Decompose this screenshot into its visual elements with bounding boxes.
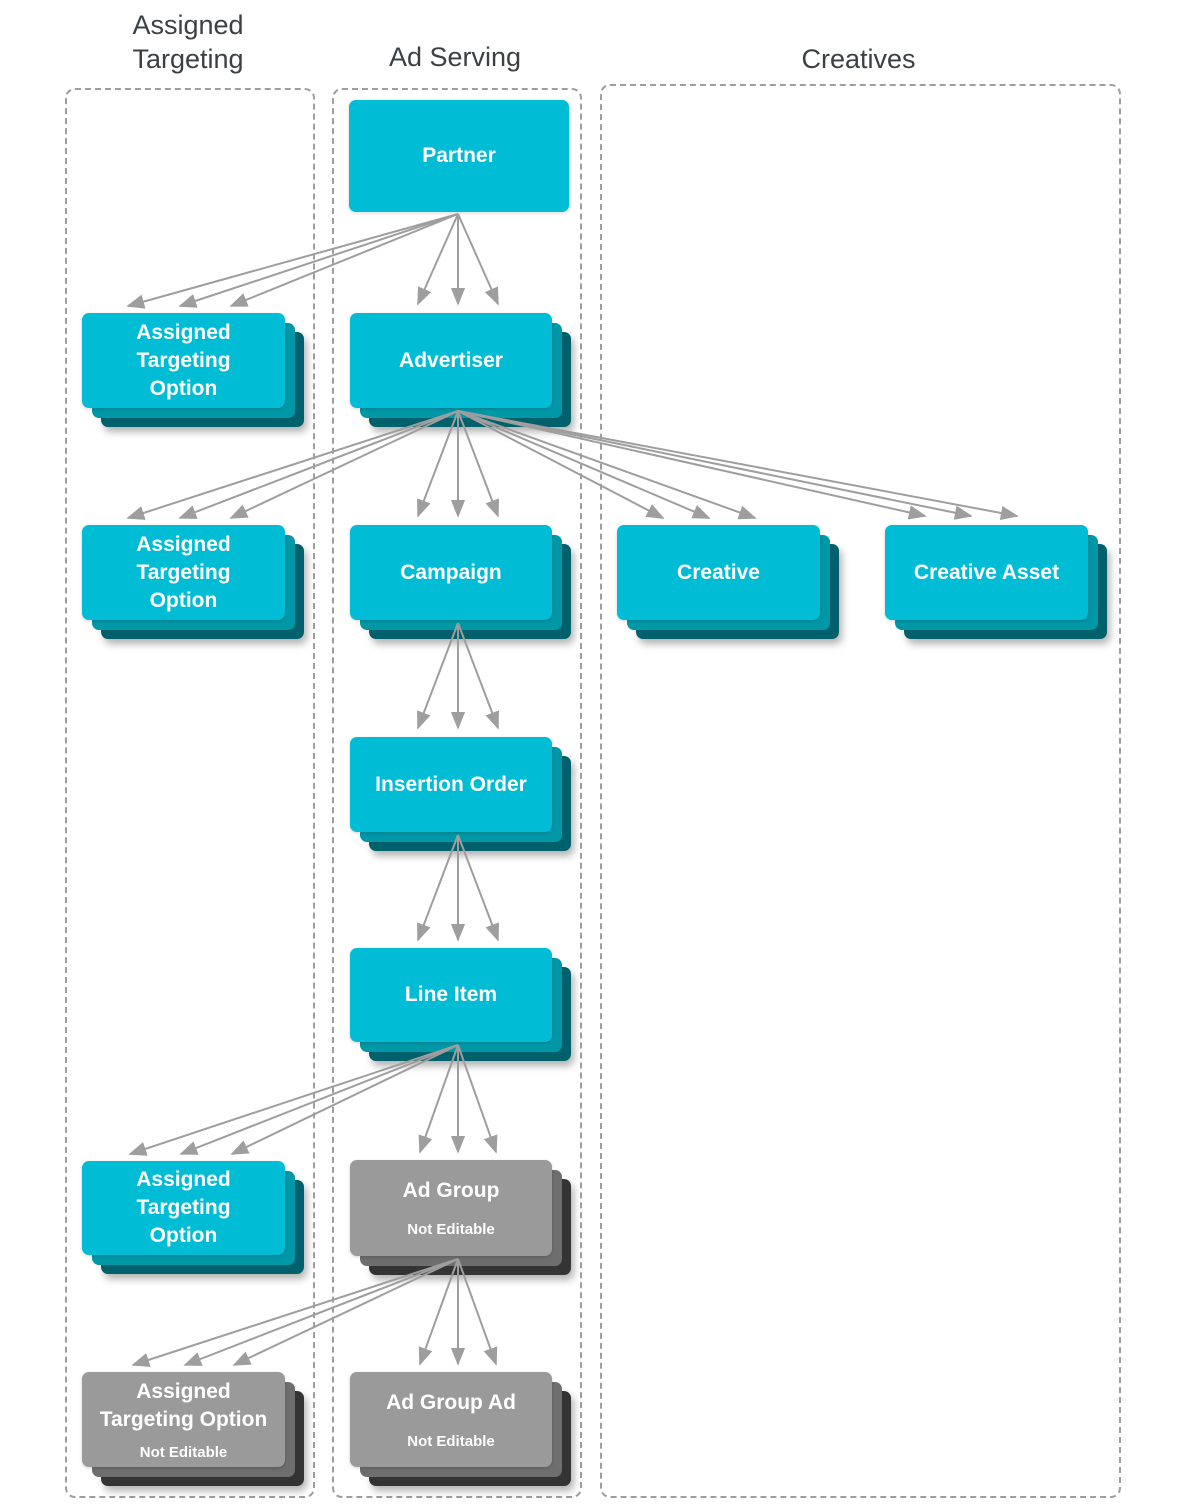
node-label: Assigned Targeting Option bbox=[136, 1168, 231, 1247]
node-assigned-targeting-option-partner: Assigned Targeting Option bbox=[82, 313, 304, 427]
node-ad-group: Ad Group Not Editable bbox=[350, 1160, 571, 1275]
node-label: Creative bbox=[677, 560, 760, 584]
node-partner: Partner bbox=[349, 100, 569, 212]
node-label: Assigned Targeting Option bbox=[99, 1379, 268, 1431]
node-face: Insertion Order bbox=[350, 737, 552, 832]
node-campaign: Campaign bbox=[350, 525, 571, 639]
node-face: Assigned Targeting Option Not Editable bbox=[82, 1372, 285, 1467]
node-face: Line Item bbox=[350, 948, 552, 1042]
column-assigned-targeting bbox=[65, 88, 315, 1498]
node-sublabel: Not Editable bbox=[139, 1443, 228, 1461]
node-sublabel: Not Editable bbox=[407, 1432, 495, 1450]
column-header-creatives: Creatives bbox=[801, 44, 916, 74]
node-face: Creative bbox=[617, 525, 820, 620]
node-assigned-targeting-option-advertiser: Assigned Targeting Option bbox=[82, 525, 304, 639]
node-label: Line Item bbox=[404, 983, 498, 1006]
node-label: Ad Group bbox=[402, 1179, 500, 1202]
node-creative: Creative bbox=[617, 525, 839, 639]
node-advertiser: Advertiser bbox=[350, 313, 571, 427]
column-ad-serving bbox=[332, 88, 582, 1498]
node-label: Insertion Order bbox=[375, 772, 527, 796]
node-face: Ad Group Ad Not Editable bbox=[350, 1372, 552, 1467]
column-header-assigned-targeting: Assigned Targeting bbox=[132, 10, 244, 74]
node-label: Creative Asset bbox=[913, 560, 1060, 584]
node-label: Ad Group Ad bbox=[386, 1390, 516, 1414]
node-face: Creative Asset bbox=[885, 525, 1088, 620]
node-sublabel: Not Editable bbox=[407, 1221, 495, 1238]
node-creative-asset: Creative Asset bbox=[885, 525, 1107, 639]
node-label: Advertiser bbox=[399, 348, 503, 372]
node-face: Ad Group Not Editable bbox=[350, 1160, 552, 1256]
node-ad-group-ad: Ad Group Ad Not Editable bbox=[350, 1372, 571, 1486]
node-assigned-targeting-option-line-item: Assigned Targeting Option bbox=[82, 1161, 304, 1274]
node-face: Assigned Targeting Option bbox=[82, 313, 285, 408]
node-line-item: Line Item bbox=[350, 948, 571, 1061]
node-face: Campaign bbox=[350, 525, 552, 620]
node-insertion-order: Insertion Order bbox=[350, 737, 571, 851]
node-label: Assigned Targeting Option bbox=[136, 320, 231, 400]
node-face: Assigned Targeting Option bbox=[82, 525, 285, 620]
node-face: Assigned Targeting Option bbox=[82, 1161, 285, 1255]
node-label: Partner bbox=[422, 144, 496, 167]
node-face: Partner bbox=[349, 100, 569, 212]
node-face: Advertiser bbox=[350, 313, 552, 408]
node-label: Campaign bbox=[400, 560, 502, 584]
node-label: Assigned Targeting Option bbox=[136, 532, 231, 612]
column-header-ad-serving: Ad Serving bbox=[388, 42, 522, 72]
node-assigned-targeting-option-ad-group: Assigned Targeting Option Not Editable bbox=[82, 1372, 304, 1486]
column-creatives bbox=[600, 84, 1121, 1498]
